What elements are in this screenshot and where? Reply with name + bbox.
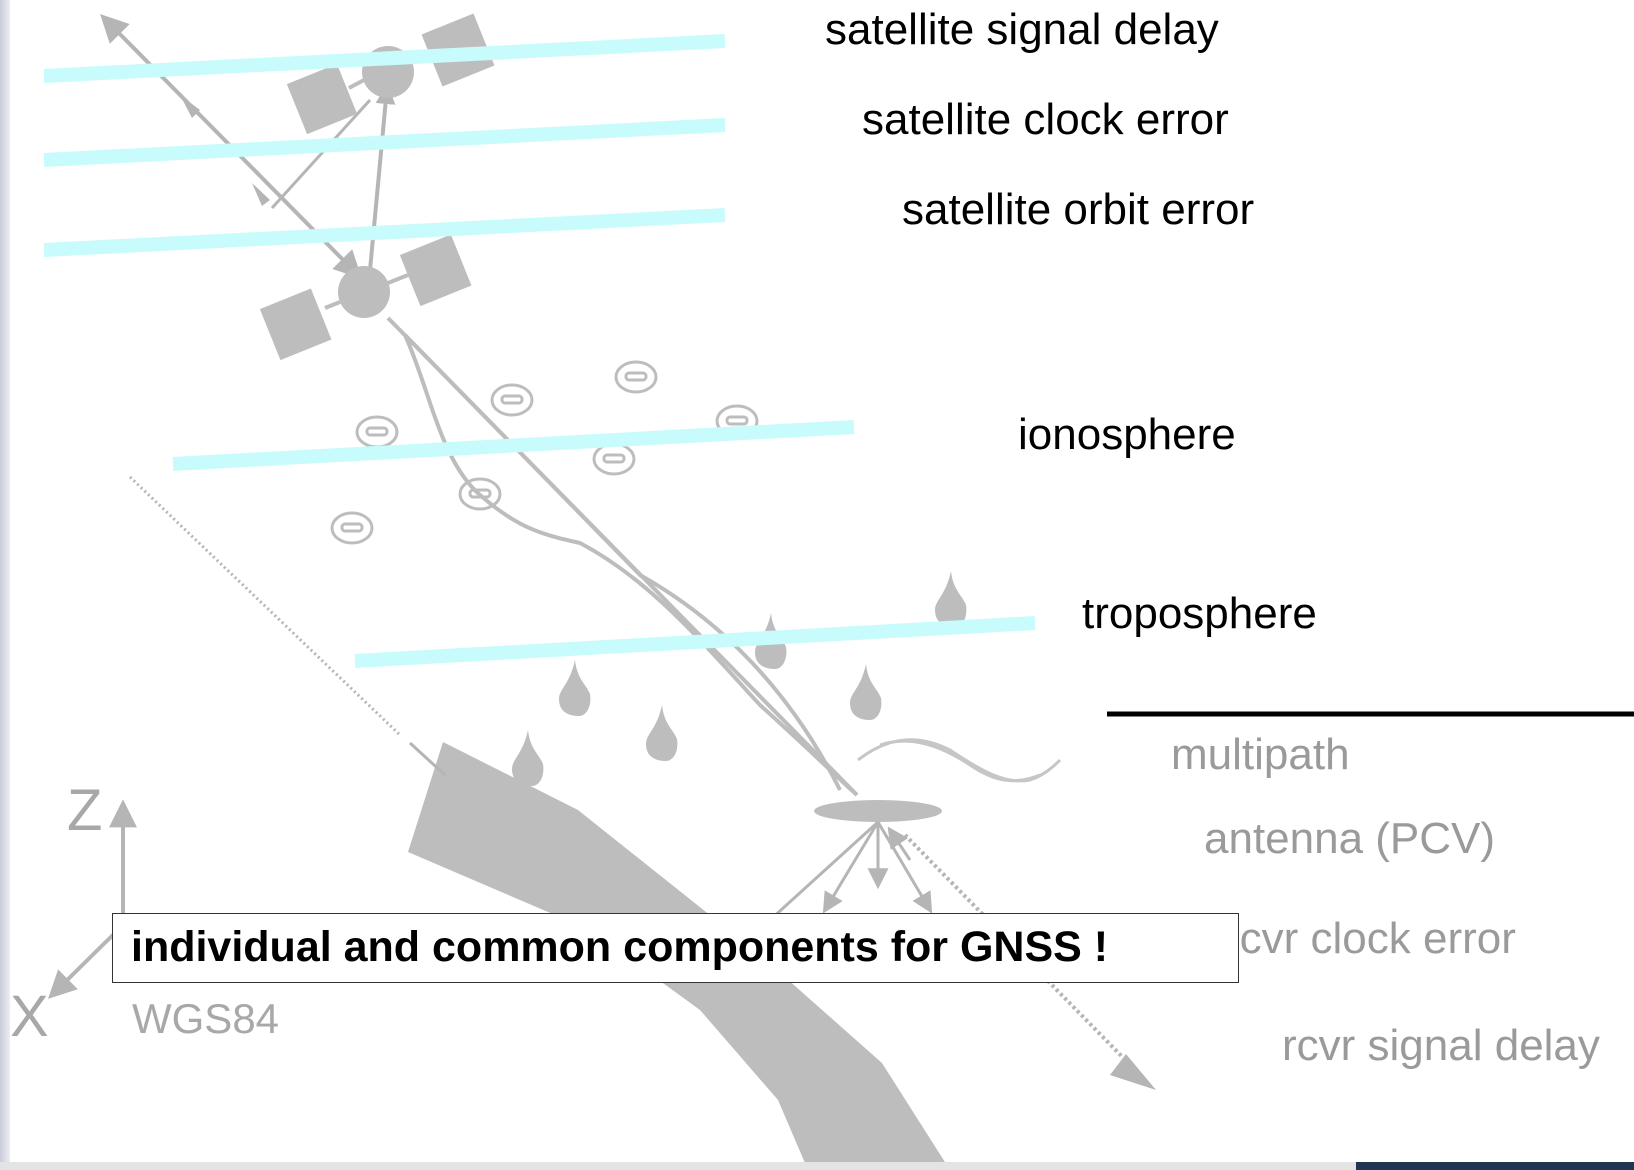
footer-accent: [1356, 1162, 1634, 1170]
label-troposphere: troposphere: [1082, 589, 1317, 638]
band-satellite-orbit-error: [43, 208, 726, 257]
label-satellite-orbit-error: satellite orbit error: [902, 185, 1255, 234]
z-axis-label: Z: [67, 778, 103, 843]
frame-name-label: WGS84: [132, 995, 280, 1042]
label-satellite-clock-error: satellite clock error: [862, 95, 1229, 144]
callout-box: individual and common components for GNS…: [112, 913, 1239, 983]
label-rcvr-clock-error: rcvr clock error: [1225, 914, 1516, 963]
multipath-wave-icon: [857, 738, 1062, 783]
satellite-icon: [259, 234, 472, 361]
band-troposphere: [354, 616, 1036, 668]
label-multipath: multipath: [1171, 730, 1350, 779]
footer-bar: [0, 1162, 1634, 1170]
dotted-reference-line: [128, 475, 402, 737]
x-axis-label: X: [10, 984, 49, 1049]
band-ionosphere: [172, 420, 855, 471]
band-satellite-clock-error: [43, 118, 726, 167]
satellite-icon: [286, 13, 495, 135]
left-edge-gradient: [0, 0, 10, 1170]
label-rcvr-signal-delay: rcvr signal delay: [1282, 1021, 1600, 1070]
label-antenna-pcv: antenna (PCV): [1204, 814, 1496, 863]
layer-bands: [43, 34, 1036, 668]
band-satellite-signal-delay: [43, 34, 726, 83]
raindrop-icon: [512, 571, 967, 786]
label-ionosphere: ionosphere: [1018, 410, 1236, 459]
label-satellite-signal-delay: satellite signal delay: [825, 5, 1219, 54]
coordinate-axes-icon: [48, 799, 137, 999]
antenna-icon: [768, 800, 942, 922]
